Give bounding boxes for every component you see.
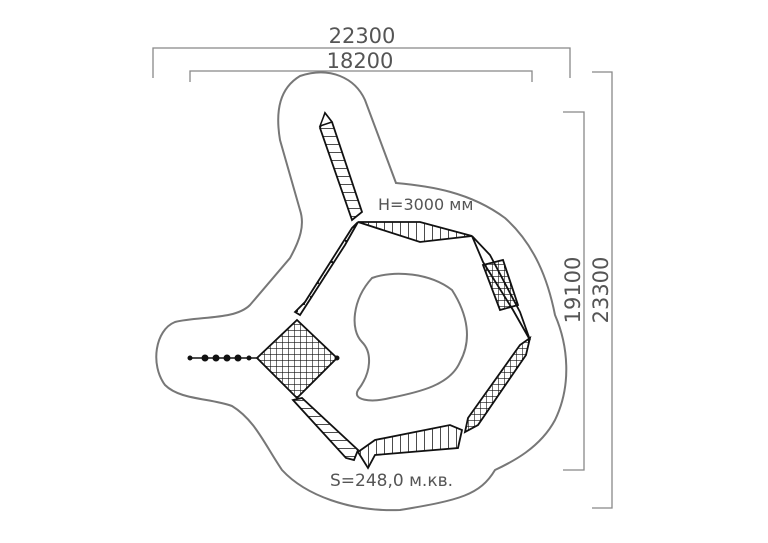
bead-chain [187,354,340,362]
dimension-lines [152,47,613,509]
climbing-frame-lower-right [463,335,532,434]
ladder-lower-left [291,397,360,462]
area-annotation: S=248,0 м.кв. [330,471,453,491]
bottom-bridge [356,424,464,470]
climbing-panel-right [471,235,531,341]
outer-width-label: 22300 [329,24,396,48]
dimension-outer-height [592,71,613,509]
height-annotation: H=3000 мм [378,195,473,214]
safety-zone-boundary [155,71,568,512]
inner-height-label: 19100 [561,257,585,324]
outer-height-label: 23300 [589,257,613,324]
climbing-net [255,318,339,400]
ladder-element [318,111,364,222]
climbing-wall-upper-left [293,221,359,317]
dimension-inner-width [189,70,533,82]
suspension-bridge [357,221,473,243]
dimension-outer-width [152,47,571,78]
play-equipment [187,111,532,470]
dimension-inner-height [563,111,585,471]
inner-island [353,272,468,402]
inner-width-label: 18200 [327,49,394,73]
